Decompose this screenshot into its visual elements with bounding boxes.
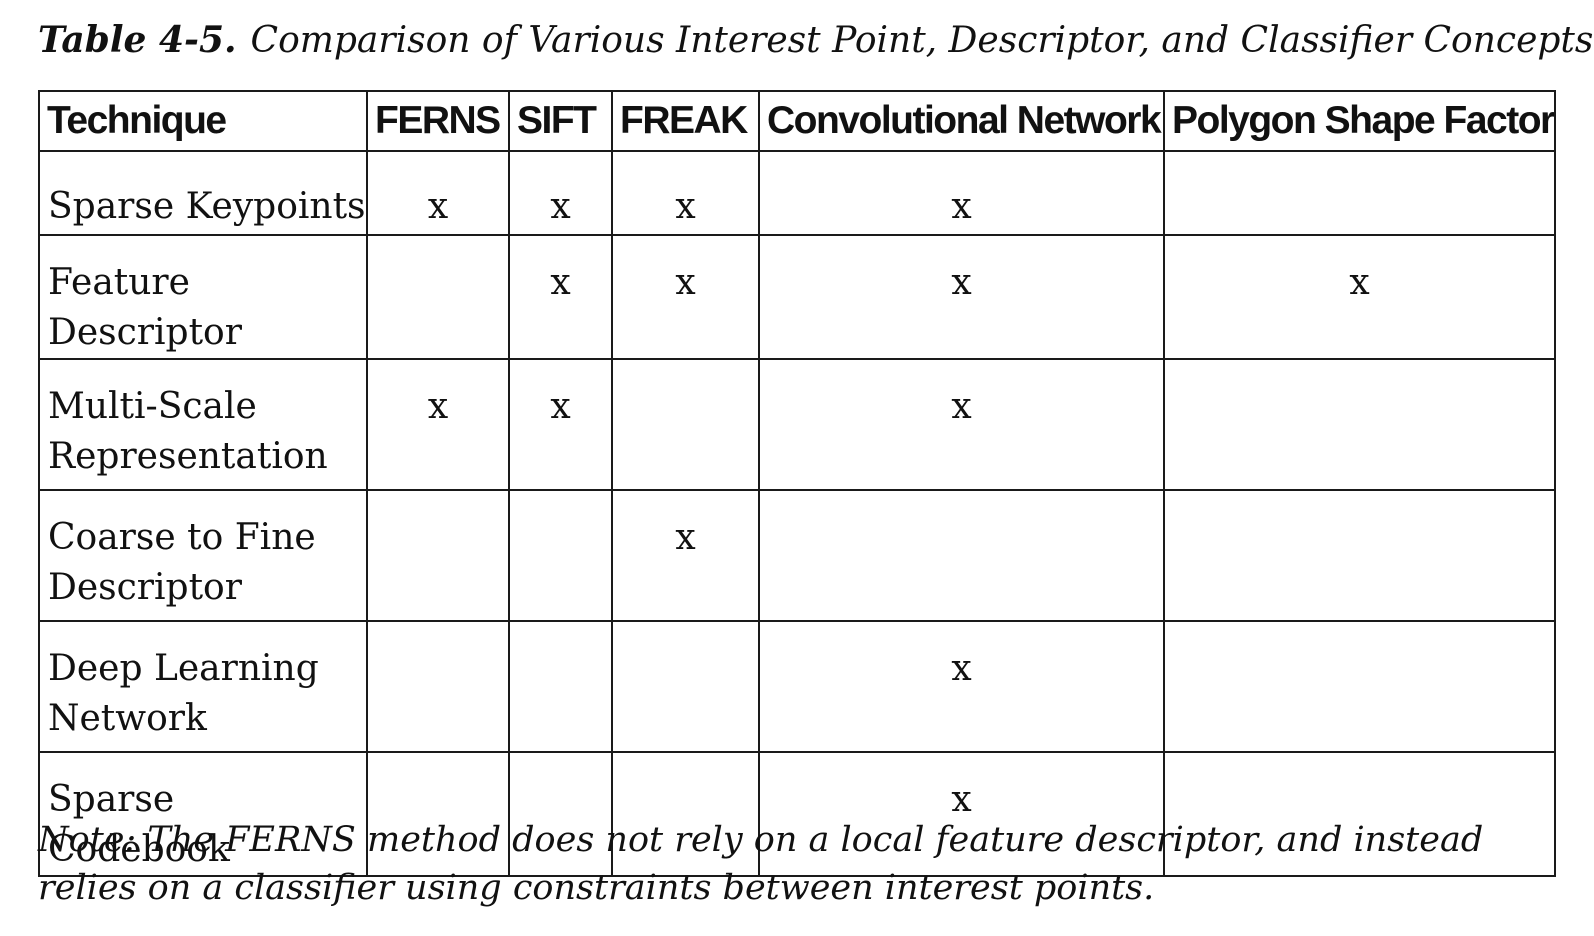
cell-sift: x — [508, 358, 613, 491]
cell-sift — [508, 620, 613, 753]
cell-ferns — [366, 489, 510, 622]
caption-title: Comparison of Various Interest Point, De… — [250, 20, 1594, 61]
table-caption: Table 4-5. Comparison of Various Interest… — [38, 16, 1593, 65]
cell-sift: x — [508, 150, 613, 236]
header-freak: FREAK — [611, 90, 760, 152]
table-header-row: Technique FERNS SIFT FREAK Convolutional… — [38, 90, 1556, 152]
table-row: Multi-Scale Representation x x x — [38, 358, 1556, 491]
table-row: Coarse to Fine Descriptor x — [38, 489, 1556, 622]
cell-convolutional-network: x — [758, 150, 1165, 236]
comparison-table: Technique FERNS SIFT FREAK Convolutional… — [38, 90, 1556, 877]
row-label: Multi-Scale Representation — [38, 358, 368, 491]
cell-ferns — [366, 751, 510, 877]
header-technique: Technique — [38, 90, 368, 152]
caption-label: Table 4-5. — [38, 19, 237, 61]
cell-polygon-shape-factors — [1163, 751, 1556, 877]
row-label: Sparse Codebook — [38, 751, 368, 877]
cell-freak: x — [611, 150, 760, 236]
table-note: Note: The FERNS method does not rely on … — [38, 820, 1484, 908]
table-row: Deep Learning Network x — [38, 620, 1556, 753]
cell-ferns: x — [366, 150, 510, 236]
cell-polygon-shape-factors — [1163, 489, 1556, 622]
cell-polygon-shape-factors — [1163, 150, 1556, 236]
row-label: Coarse to Fine Descriptor — [38, 489, 368, 622]
cell-polygon-shape-factors: x — [1163, 234, 1556, 360]
cell-freak: x — [611, 234, 760, 360]
cell-polygon-shape-factors — [1163, 358, 1556, 491]
cell-freak — [611, 358, 760, 491]
header-ferns: FERNS — [366, 90, 510, 152]
table-row: Sparse Keypoints x x x x — [38, 150, 1556, 236]
header-convolutional-network: Convolutional Network — [758, 90, 1165, 152]
cell-sift: x — [508, 234, 613, 360]
cell-convolutional-network: x — [758, 234, 1165, 360]
cell-convolutional-network — [758, 489, 1165, 622]
table-row: Sparse Codebook x — [38, 751, 1556, 877]
cell-sift — [508, 751, 613, 877]
cell-ferns — [366, 234, 510, 360]
cell-convolutional-network: x — [758, 751, 1165, 877]
row-label: Sparse Keypoints — [38, 150, 368, 236]
table-row: Feature Descriptor x x x x — [38, 234, 1556, 360]
cell-convolutional-network: x — [758, 620, 1165, 753]
cell-freak: x — [611, 489, 760, 622]
cell-ferns — [366, 620, 510, 753]
cell-polygon-shape-factors — [1163, 620, 1556, 753]
cell-sift — [508, 489, 613, 622]
cell-freak — [611, 620, 760, 753]
cell-freak — [611, 751, 760, 877]
cell-ferns: x — [366, 358, 510, 491]
row-label: Deep Learning Network — [38, 620, 368, 753]
header-polygon-shape-factors: Polygon Shape Factors — [1163, 90, 1556, 152]
header-sift: SIFT — [508, 90, 613, 152]
row-label: Feature Descriptor — [38, 234, 368, 360]
cell-convolutional-network: x — [758, 358, 1165, 491]
